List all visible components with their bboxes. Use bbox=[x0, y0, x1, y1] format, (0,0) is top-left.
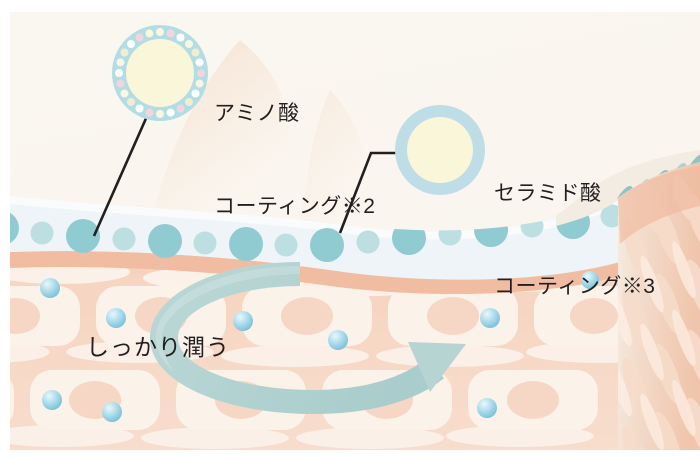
ceramide-coating-label: セラミド酸 コーティング※3 bbox=[494, 116, 655, 365]
background-swoosh-2 bbox=[300, 90, 367, 228]
dermis-layer bbox=[10, 250, 618, 450]
stratum-corneum-layer bbox=[10, 196, 620, 280]
amino-acid-coating-circle bbox=[112, 25, 208, 121]
moisture-caption: しっかり潤う bbox=[86, 334, 230, 360]
arrow-head bbox=[408, 342, 466, 392]
ceramide-coating-circle bbox=[395, 105, 485, 195]
ceramide-label-line1: セラミド酸 bbox=[494, 182, 602, 206]
circular-flow-arrow bbox=[150, 262, 466, 414]
dermis-cells bbox=[10, 260, 618, 449]
background-swoosh bbox=[150, 40, 289, 226]
amino-label-line2: コーティング※2 bbox=[214, 195, 376, 219]
moisture-droplets bbox=[40, 271, 599, 422]
skin-3d-side-face bbox=[556, 150, 700, 450]
ceramide-label-line2: コーティング※3 bbox=[494, 275, 656, 299]
amino-label-line1: アミノ酸 bbox=[214, 102, 300, 126]
amino-acid-coating-label: アミノ酸 コーティング※2 bbox=[214, 36, 375, 285]
dermis-top-band bbox=[10, 250, 618, 295]
side-face-cell-stripes bbox=[618, 166, 700, 450]
arrow-highlight bbox=[156, 266, 300, 372]
amino-coating-dots bbox=[115, 28, 205, 118]
